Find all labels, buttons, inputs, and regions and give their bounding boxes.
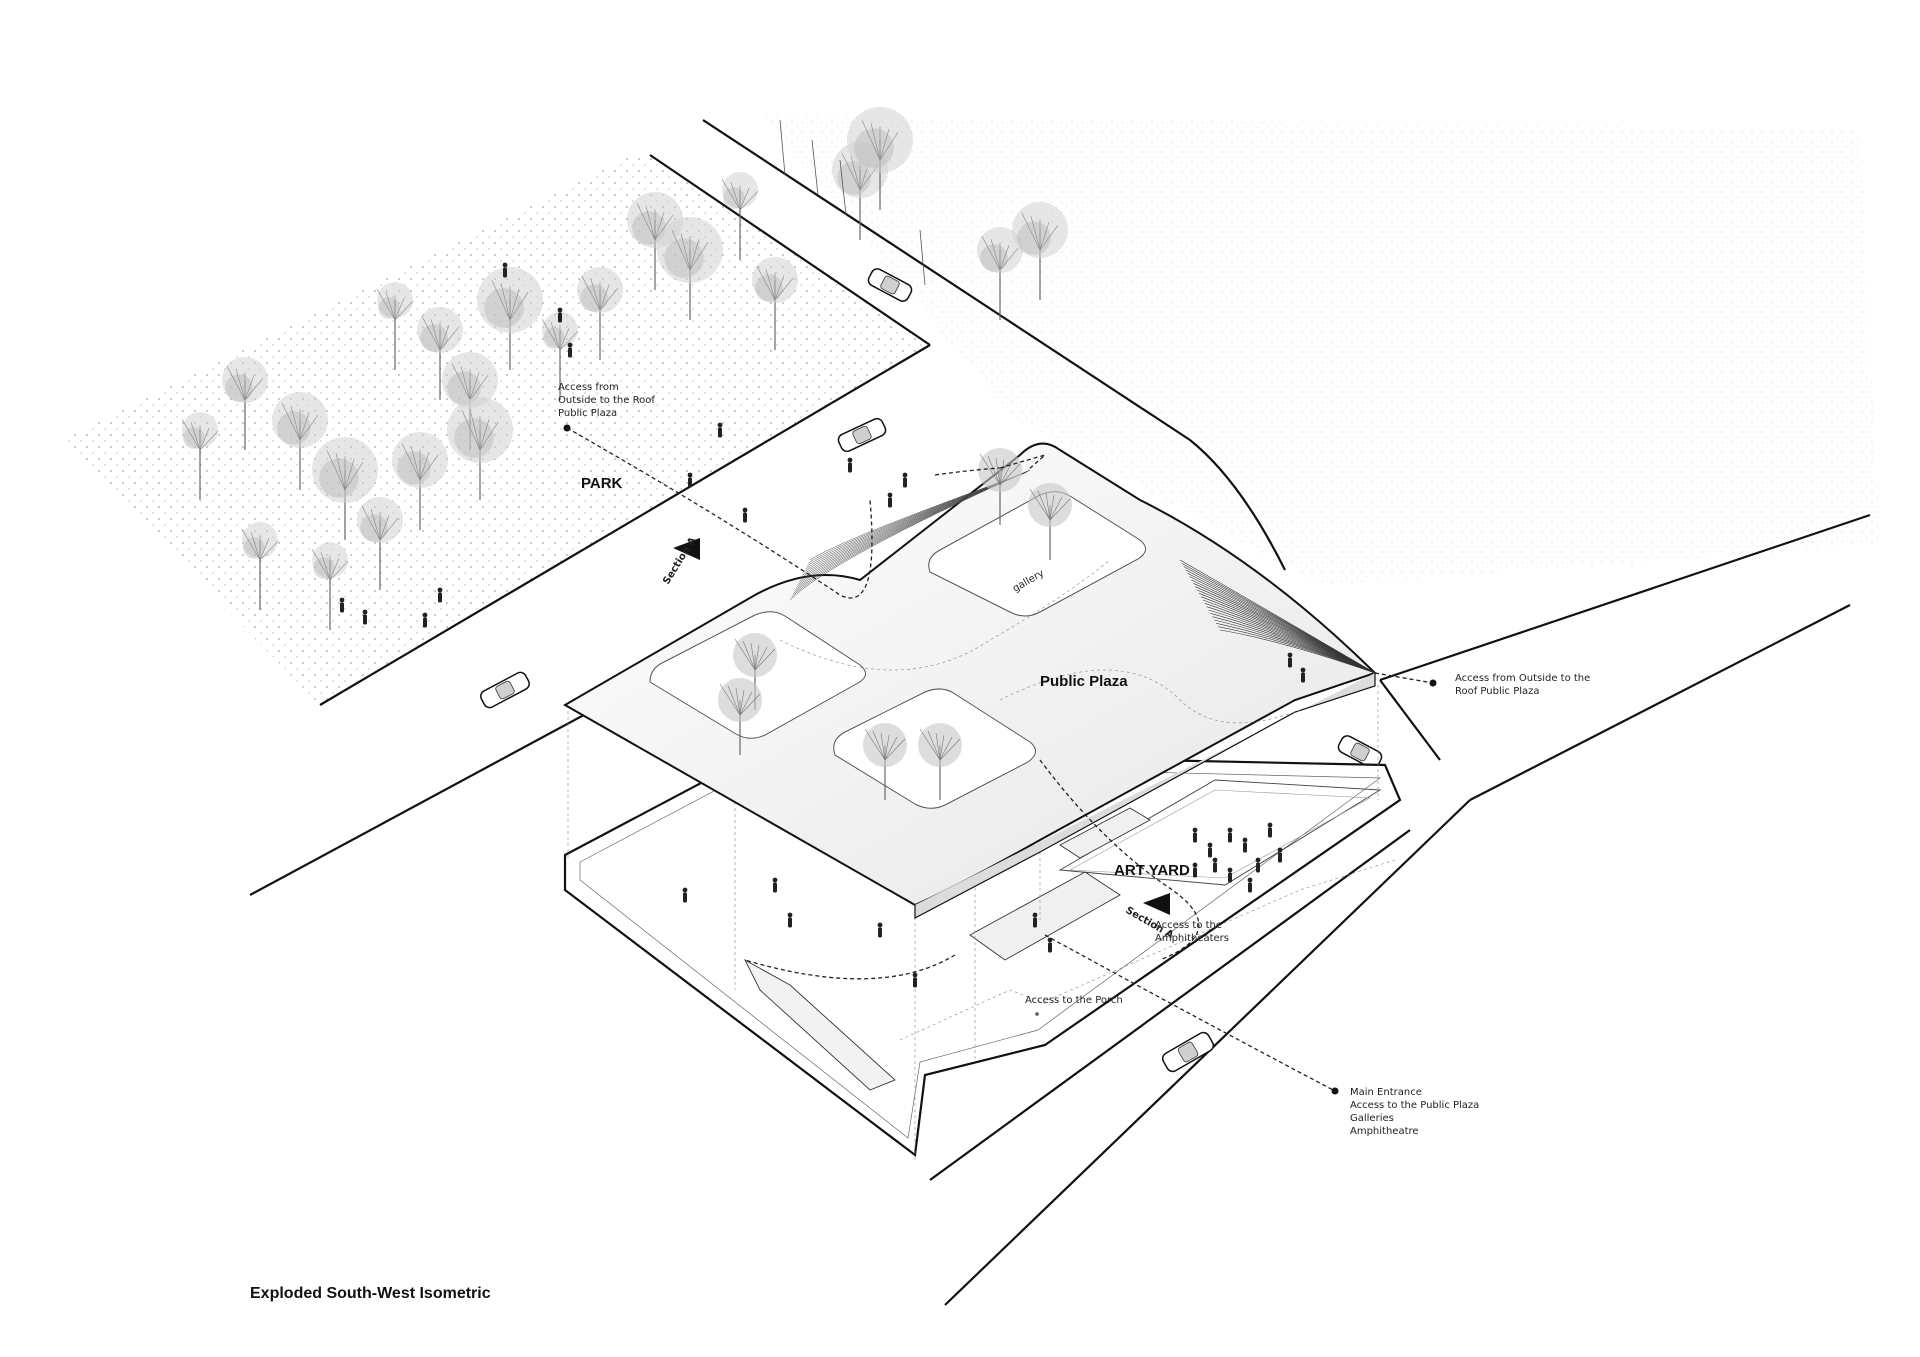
- car: [1337, 735, 1383, 769]
- tree: [357, 497, 403, 590]
- tree: [577, 267, 623, 360]
- person-figure: [1212, 857, 1218, 873]
- person-figure: [717, 422, 723, 438]
- annotation-line: Outside to the Roof: [558, 395, 655, 406]
- annotation-amphitheaters: Access to the Amphitheaters: [1155, 920, 1229, 944]
- tree: [311, 542, 349, 630]
- courtyard-gallery: [928, 491, 1146, 617]
- tree: [863, 723, 907, 800]
- annotation-line: Amphitheaters: [1155, 933, 1229, 944]
- person-figure: [787, 912, 793, 928]
- person-figure: [567, 342, 573, 358]
- person-figure: [847, 457, 853, 473]
- people: [339, 262, 1306, 988]
- person-figure: [362, 609, 368, 625]
- tree: [222, 357, 268, 450]
- tree: [977, 227, 1023, 320]
- annotation-line: Access to the Public Plaza: [1350, 1100, 1479, 1111]
- entrance-stair: [743, 958, 896, 1091]
- annotation-line: Roof Public Plaza: [1455, 686, 1540, 697]
- cars: [480, 268, 1383, 1073]
- annotation-roof-access-left: Access from Outside to the Roof Public P…: [558, 382, 655, 419]
- person-figure: [687, 472, 693, 488]
- person-figure: [557, 307, 563, 323]
- person-figure: [1032, 912, 1038, 928]
- annotation-main-entrance: Main Entrance Access to the Public Plaza…: [1350, 1087, 1479, 1137]
- tree: [241, 522, 279, 610]
- annotation-line: Access from: [558, 382, 619, 393]
- person-figure: [682, 887, 688, 903]
- person-figure: [502, 262, 508, 278]
- annotation-line: Access to the: [1155, 920, 1222, 931]
- person-figure: [902, 472, 908, 488]
- annotation-line: Amphitheatre: [1350, 1126, 1419, 1137]
- person-figure: [1287, 652, 1293, 668]
- person-figure: [1047, 937, 1053, 953]
- annotation-line: Access from Outside to the: [1455, 673, 1590, 684]
- person-figure: [437, 587, 443, 603]
- person-figure: [887, 492, 893, 508]
- tree: [312, 437, 378, 540]
- tree: [447, 397, 513, 500]
- car: [1161, 1031, 1215, 1073]
- section-label: Section A: [661, 535, 699, 586]
- tree: [442, 352, 498, 450]
- annotation-roof-access-right: Access from Outside to the Roof Public P…: [1455, 673, 1590, 697]
- tree: [657, 217, 723, 320]
- tree: [477, 267, 543, 370]
- roof-trees: [718, 448, 1072, 800]
- park-label: PARK: [581, 475, 623, 492]
- tree: [847, 107, 913, 210]
- person-figure: [1242, 837, 1248, 853]
- car: [480, 671, 530, 709]
- person-figure: [877, 922, 883, 938]
- person-figure: [1192, 827, 1198, 843]
- tree: [918, 723, 962, 800]
- tree: [541, 312, 579, 400]
- annotation-line: Main Entrance: [1350, 1087, 1422, 1098]
- person-figure: [339, 597, 345, 613]
- annotation-line: Access to the Porch: [1025, 995, 1123, 1006]
- section-marker-top: Section A: [661, 535, 700, 587]
- person-figure: [742, 507, 748, 523]
- tree: [718, 678, 762, 755]
- annotation-line: Public Plaza: [558, 408, 617, 419]
- tree: [1028, 483, 1072, 560]
- person-figure: [1255, 857, 1261, 873]
- car: [867, 268, 913, 302]
- car: [837, 417, 887, 453]
- tree: [181, 412, 219, 500]
- person-figure: [1207, 842, 1213, 858]
- tree: [752, 257, 798, 350]
- tree: [1012, 202, 1068, 300]
- tree: [376, 282, 414, 370]
- person-figure: [1227, 827, 1233, 843]
- annotation-porch: Access to the Porch: [1025, 995, 1123, 1016]
- person-figure: [1267, 822, 1273, 838]
- leader-lines: [563, 424, 1437, 1095]
- park-trees: [181, 107, 1068, 630]
- tree: [417, 307, 463, 400]
- diagram-caption: Exploded South-West Isometric: [250, 1285, 491, 1302]
- person-figure: [422, 612, 428, 628]
- tree: [392, 432, 448, 530]
- street-lamps: [779, 119, 926, 286]
- public-plaza-label: Public Plaza: [1040, 673, 1128, 690]
- tree: [721, 172, 759, 260]
- art-yard-frame: [1058, 779, 1382, 886]
- person-figure: [912, 972, 918, 988]
- person-figure: [772, 877, 778, 893]
- tree: [978, 448, 1022, 525]
- person-figure: [1277, 847, 1283, 863]
- person-figure: [1227, 867, 1233, 883]
- amphitheater-steps: [969, 807, 1151, 961]
- tree: [272, 392, 328, 490]
- art-yard-label: ART YARD: [1114, 862, 1190, 879]
- person-figure: [1192, 862, 1198, 878]
- annotation-line: Galleries: [1350, 1113, 1394, 1124]
- person-figure: [1300, 667, 1306, 683]
- person-figure: [1247, 877, 1253, 893]
